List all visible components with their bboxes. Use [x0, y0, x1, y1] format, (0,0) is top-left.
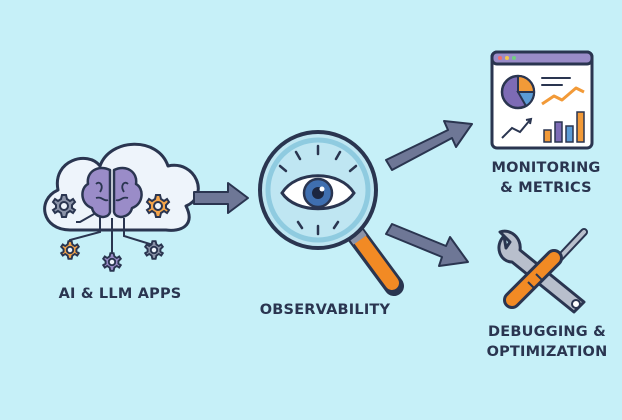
monitoring-label: MONITORING & METRICS — [476, 158, 616, 198]
monitoring-label-line1: MONITORING — [491, 160, 601, 176]
dashboard-icon — [490, 50, 594, 150]
arrow-icon — [385, 120, 473, 171]
debugging-label-line2: OPTIMIZATION — [486, 344, 608, 360]
monitoring-label-line2: & METRICS — [500, 180, 592, 196]
observability-label: OBSERVABILITY — [259, 302, 391, 318]
gear-icon — [146, 194, 170, 218]
gear-icon — [102, 252, 122, 272]
observability-node — [258, 130, 404, 296]
debugging-label-line1: DEBUGGING & — [488, 324, 606, 340]
gear-icon — [144, 240, 164, 260]
brain-icon — [81, 166, 143, 219]
screwdriver-icon — [503, 228, 588, 309]
arrow-icon — [193, 182, 249, 214]
ai-apps-node — [43, 142, 200, 272]
debugging-label: DEBUGGING & OPTIMIZATION — [472, 322, 622, 362]
eye-icon — [280, 174, 356, 211]
gear-icon — [52, 194, 76, 218]
ai-apps-label: AI & LLM APPS — [58, 286, 182, 302]
arrow-icon — [385, 223, 469, 267]
tools-node — [497, 228, 588, 314]
gear-icon — [60, 240, 80, 260]
